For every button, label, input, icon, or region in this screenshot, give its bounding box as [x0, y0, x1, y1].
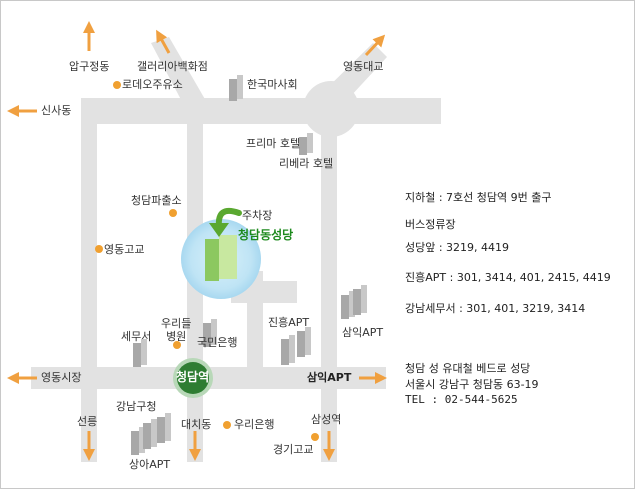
poi-dots [95, 81, 319, 441]
roads [31, 37, 441, 462]
label-parking: 주차장 [242, 209, 273, 222]
buildings [131, 75, 367, 455]
label-jinheung: 진흥APT [268, 316, 310, 329]
label-daechi: 대치동 [181, 418, 212, 431]
building-prima [299, 133, 313, 155]
info-bus2: 진흥APT : 301, 3414, 401, 2415, 4419 [405, 271, 611, 284]
building-kookmin [203, 319, 217, 347]
station-marker [173, 358, 213, 398]
building-samik [341, 285, 367, 319]
label-apgujeong: 압구정동 [69, 60, 110, 73]
label-gangnam-office: 강남구청 [116, 400, 157, 413]
label-riviera: 리베라 호텔 [279, 157, 334, 170]
church-building [205, 235, 237, 281]
label-station: 청담역 [176, 370, 210, 384]
label-gyeonggi: 경기고교 [273, 443, 314, 456]
building-jinheung [281, 327, 311, 365]
building-tax [133, 339, 147, 367]
label-sangah: 상아APT [129, 458, 171, 471]
label-seolleung: 선릉 [77, 415, 98, 428]
info-bus-title: 버스정류장 [405, 218, 456, 231]
label-kma: 한국마사회 [247, 78, 298, 91]
building-kma [229, 75, 243, 101]
info-church-name: 청담 성 유대철 베드로 성당 [405, 362, 531, 375]
label-police: 청담파출소 [131, 194, 182, 207]
building-sangah [131, 413, 171, 455]
label-rodeo: 로데오주유소 [122, 78, 183, 91]
label-woori-hospital: 우리들 병원 [161, 317, 192, 343]
label-ydmarket: 영동시장 [41, 371, 82, 384]
label-yd-high: 영동고교 [104, 243, 145, 256]
label-tax: 세무서 [121, 330, 152, 343]
info-subway: 지하철 : 7호선 청담역 9번 출구 [405, 191, 552, 204]
label-samik-arrow: 삼익APT [307, 371, 352, 384]
label-sinsa: 신사동 [41, 104, 72, 117]
info-tel: TEL : 02-544-5625 [405, 393, 518, 406]
label-woori-bank: 우리은행 [234, 418, 275, 431]
direction-arrows [6, 21, 387, 461]
info-address: 서울시 강남구 청담동 63-19 [405, 378, 539, 391]
label-samik: 삼익APT [342, 326, 384, 339]
label-galleria: 갤러리아백화점 [137, 60, 208, 73]
info-bus3: 강남세무서 : 301, 401, 3219, 3414 [405, 302, 586, 315]
label-church: 청담동성당 [238, 228, 294, 242]
label-prima: 프리마 호텔 [246, 137, 301, 150]
label-kookmin: 국민은행 [197, 336, 238, 349]
label-samseong: 삼성역 [311, 413, 342, 426]
info-bus1: 성당앞 : 3219, 4419 [405, 241, 510, 254]
label-yeongdong-bridge: 영동대교 [343, 60, 384, 73]
